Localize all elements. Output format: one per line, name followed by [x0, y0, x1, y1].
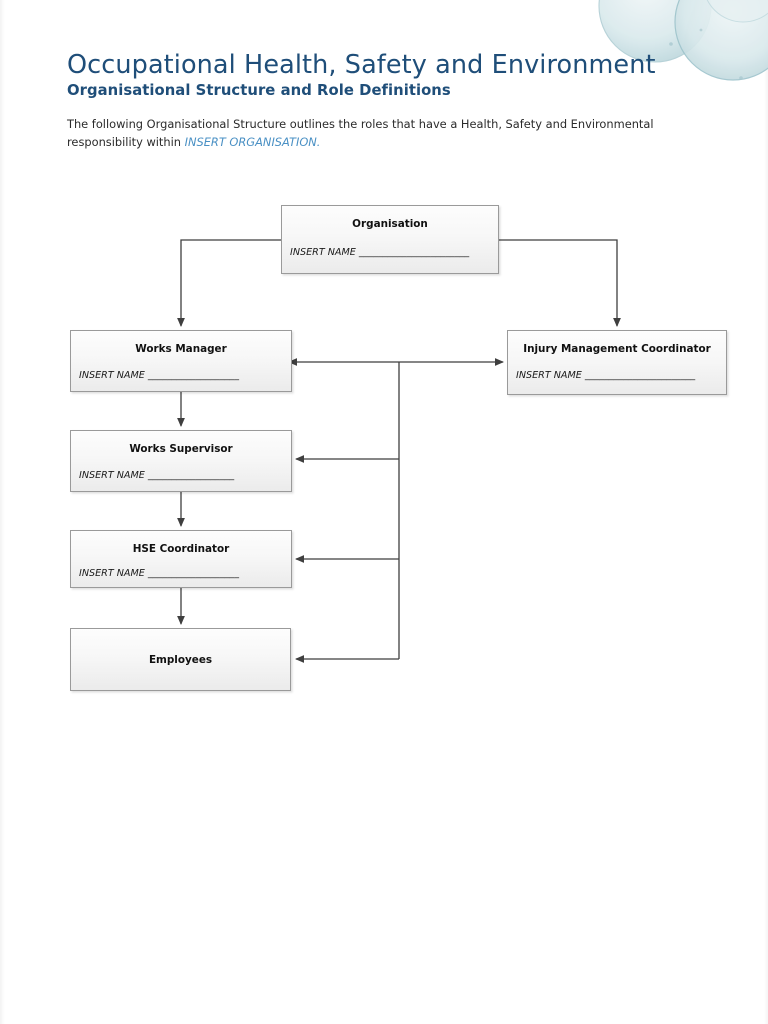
- node-injury-management-coordinator-title: Injury Management Coordinator: [523, 343, 711, 355]
- insert-label: INSERT NAME: [290, 247, 356, 258]
- insert-line: ___________________: [147, 568, 240, 579]
- node-organisation[interactable]: Organisation INSERT NAME _______________…: [281, 205, 499, 274]
- insert-label: INSERT NAME: [79, 470, 145, 481]
- intro-paragraph: The following Organisational Structure o…: [67, 116, 667, 151]
- node-organisation-insert: INSERT NAME _______________________: [290, 247, 469, 258]
- organisation-placeholder: INSERT ORGANISATION.: [184, 134, 321, 149]
- node-injury-management-coordinator[interactable]: Injury Management Coordinator INSERT NAM…: [507, 330, 727, 395]
- node-hse-coordinator-insert: INSERT NAME ___________________: [79, 568, 239, 579]
- insert-line: __________________: [147, 470, 235, 481]
- node-works-manager-insert: INSERT NAME ___________________: [79, 370, 239, 381]
- page-left-edge: [0, 0, 5, 1024]
- node-works-supervisor[interactable]: Works Supervisor INSERT NAME ___________…: [70, 430, 292, 492]
- insert-line: ___________________: [147, 370, 240, 381]
- node-works-supervisor-insert: INSERT NAME __________________: [79, 470, 234, 481]
- page-right-edge: [764, 0, 768, 1024]
- insert-line: _______________________: [358, 247, 470, 258]
- bubbles-decoration-icon: [593, 0, 768, 112]
- node-employees[interactable]: Employees: [70, 628, 291, 691]
- node-organisation-title: Organisation: [352, 218, 428, 230]
- node-hse-coordinator-title: HSE Coordinator: [132, 543, 230, 555]
- node-works-manager-title: Works Manager: [135, 343, 227, 355]
- node-works-supervisor-title: Works Supervisor: [129, 443, 233, 455]
- insert-line: _______________________: [584, 370, 696, 381]
- insert-label: INSERT NAME: [79, 568, 145, 579]
- node-employees-title: Employees: [148, 653, 213, 666]
- node-hse-coordinator[interactable]: HSE Coordinator INSERT NAME ____________…: [70, 530, 292, 588]
- node-works-manager[interactable]: Works Manager INSERT NAME ______________…: [70, 330, 292, 392]
- node-injury-management-coordinator-insert: INSERT NAME _______________________: [516, 370, 695, 381]
- intro-text: The following Organisational Structure o…: [67, 117, 654, 149]
- insert-label: INSERT NAME: [516, 370, 582, 381]
- page-title: Occupational Health, Safety and Environm…: [67, 50, 656, 80]
- insert-label: INSERT NAME: [79, 370, 145, 381]
- page-subtitle: Organisational Structure and Role Defini…: [67, 82, 451, 99]
